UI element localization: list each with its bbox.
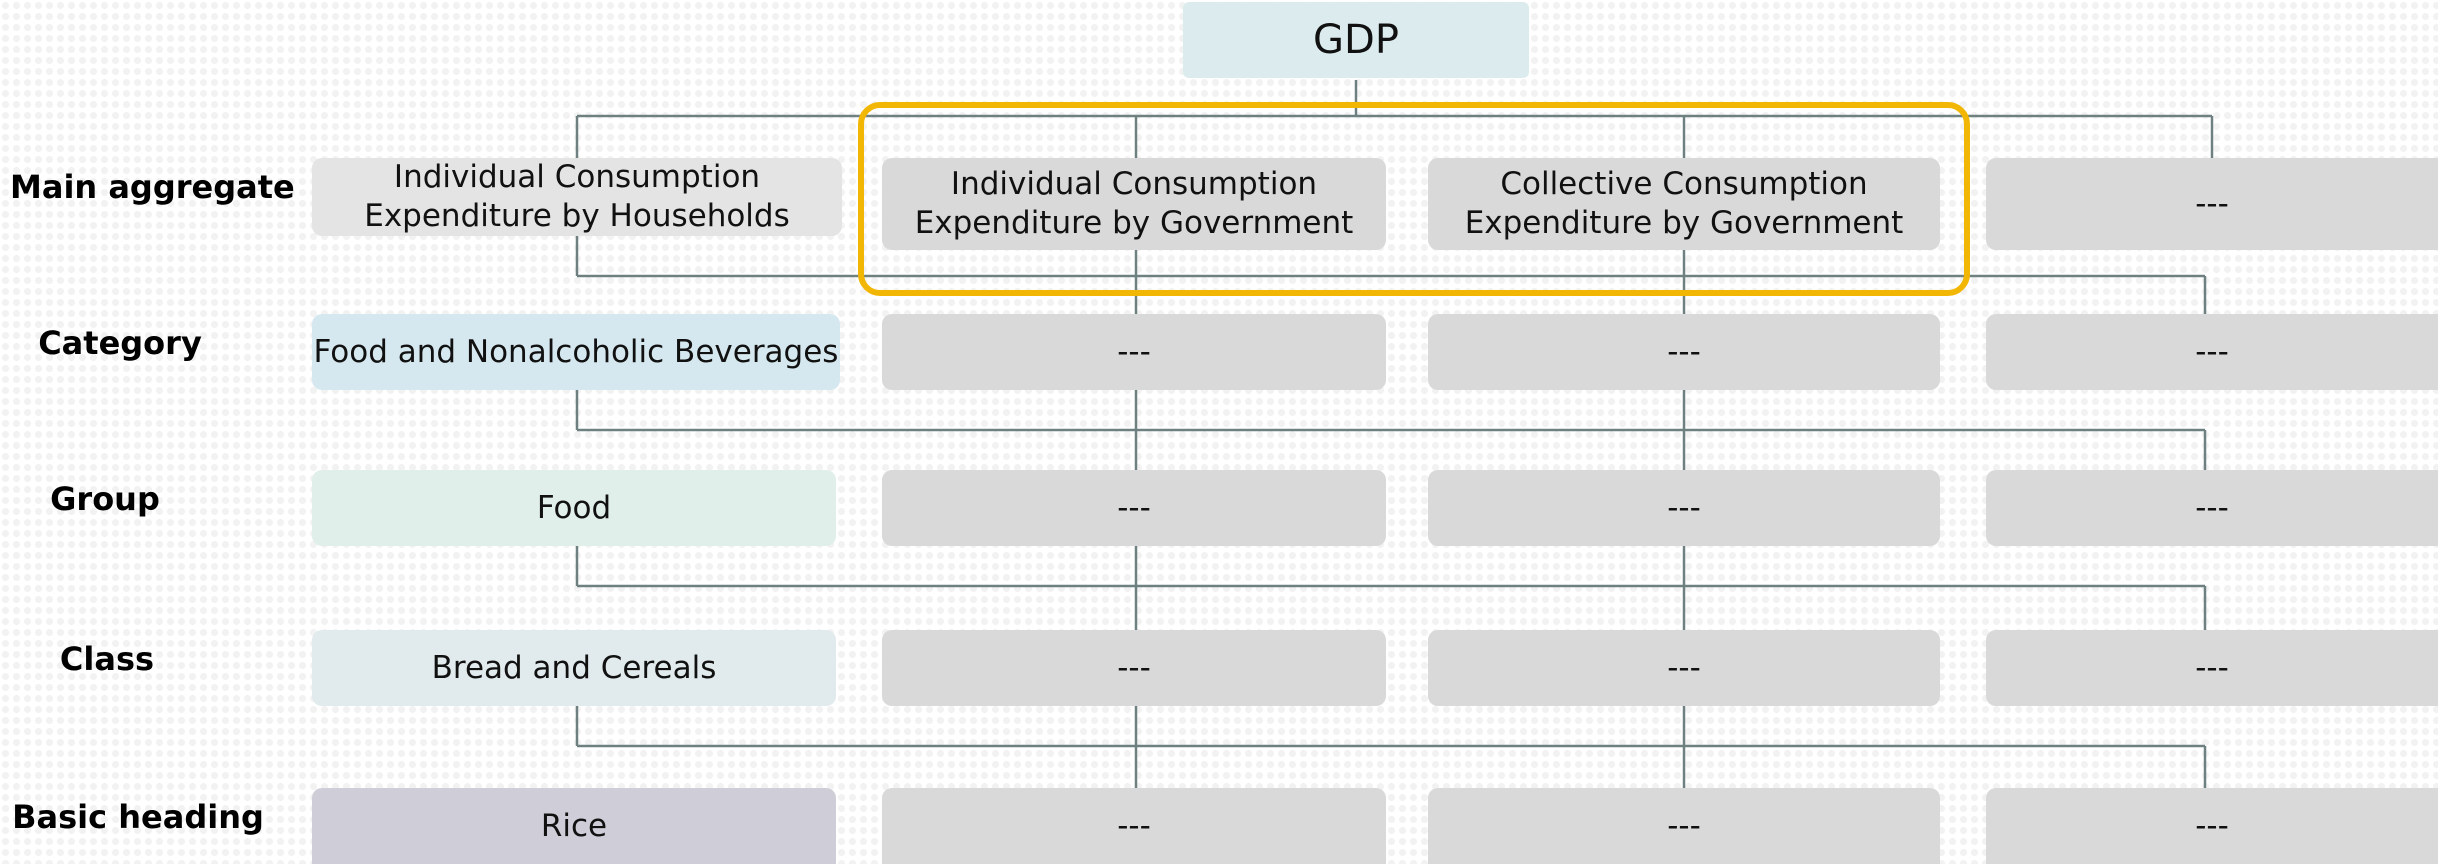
basic-heading-placeholder-box: --- [1986,788,2438,864]
category-placeholder-box: --- [1428,314,1940,390]
group-placeholder-box: --- [1986,470,2438,546]
government-expenditure-highlight-frame [858,102,1970,296]
category-placeholder-box: --- [1986,314,2438,390]
class-bread-cereals-box: Bread and Cereals [312,630,836,706]
group-placeholder-box: --- [882,470,1386,546]
class-placeholder-box: --- [1986,630,2438,706]
basic-heading-placeholder-box: --- [1428,788,1940,864]
basic-heading-rice-box: Rice [312,788,836,864]
category-food-beverages-box: Food and Nonalcoholic Beverages [312,314,840,390]
main-aggregate-government-individual-box: Individual Consumption Expenditure by Go… [882,158,1386,250]
category-placeholder-box: --- [882,314,1386,390]
level-label-group: Group [50,480,160,518]
gdp-node: GDP [1183,2,1529,78]
group-food-box: Food [312,470,836,546]
main-aggregate-placeholder-box: --- [1986,158,2438,250]
class-placeholder-box: --- [882,630,1386,706]
group-placeholder-box: --- [1428,470,1940,546]
class-placeholder-box: --- [1428,630,1940,706]
level-label-basic-heading: Basic heading [12,798,264,836]
basic-heading-placeholder-box: --- [882,788,1386,864]
main-aggregate-households-box: Individual Consumption Expenditure by Ho… [312,158,842,236]
main-aggregate-government-collective-box: Collective Consumption Expenditure by Go… [1428,158,1940,250]
level-label-class: Class [59,640,155,678]
level-label-main-aggregate: Main aggregate [10,168,295,206]
level-label-category: Category [38,324,202,362]
